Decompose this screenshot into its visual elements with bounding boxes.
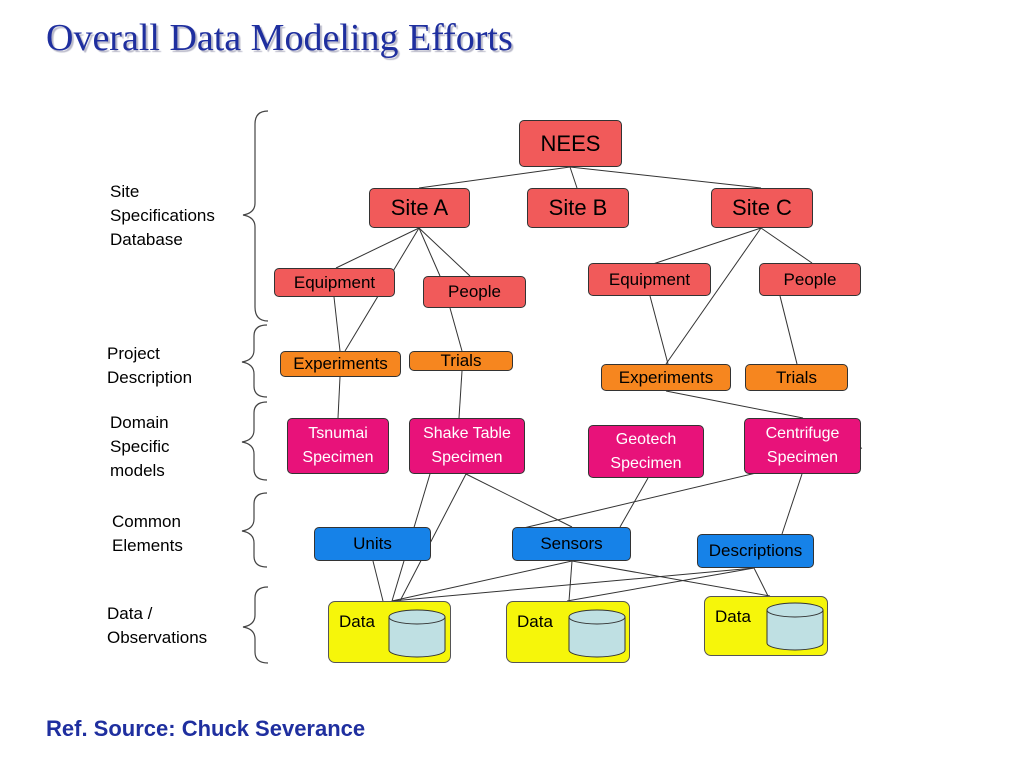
level-label-site-specifications: Site Specifications Database bbox=[110, 180, 215, 252]
level-label-line: Specific bbox=[110, 437, 170, 456]
node-label-line: Specimen bbox=[610, 454, 682, 472]
node-geotech-specimen: Geotech Specimen bbox=[588, 425, 704, 478]
node-experiments-a: Experiments bbox=[280, 351, 401, 377]
node-descriptions: Descriptions bbox=[697, 534, 814, 568]
node-people-a: People bbox=[423, 276, 526, 308]
level-label-data-observations: Data / Observations bbox=[107, 602, 207, 650]
reference-source: Ref. Source: Chuck Severance bbox=[46, 716, 366, 741]
node-tsunami-specimen: Tsnumai Specimen bbox=[287, 418, 389, 474]
node-units: Units bbox=[314, 527, 431, 561]
data-box-2: Data bbox=[506, 601, 630, 663]
node-label-line: Geotech bbox=[615, 430, 677, 448]
node-label-line: Specimen bbox=[766, 449, 839, 466]
data-label: Data bbox=[715, 607, 751, 626]
level-label-line: Domain bbox=[110, 413, 169, 432]
level-label-line: Description bbox=[107, 368, 193, 387]
node-label-line: Specimen bbox=[431, 449, 503, 466]
level-label-line: Observations bbox=[107, 628, 208, 647]
node-site-a: Site A bbox=[369, 188, 470, 228]
node-trials-a: Trials bbox=[409, 351, 513, 371]
level-label-line: Common bbox=[112, 512, 181, 531]
curly-brace-icon bbox=[241, 110, 269, 664]
node-centrifuge-specimen: Centrifuge Specimen bbox=[744, 418, 861, 474]
level-label-line: Data / bbox=[107, 604, 153, 623]
data-label: Data bbox=[339, 612, 375, 631]
data-box-1: Data bbox=[328, 601, 451, 663]
node-experiments-c: Experiments bbox=[601, 364, 731, 391]
database-cylinder-icon bbox=[388, 609, 446, 658]
level-label-line: Specifications bbox=[110, 206, 215, 225]
node-site-b: Site B bbox=[527, 188, 629, 228]
node-equipment-c: Equipment bbox=[588, 263, 711, 296]
slide-title: Overall Data Modeling Efforts bbox=[46, 17, 513, 59]
node-people-c: People bbox=[759, 263, 861, 296]
node-nees: NEES bbox=[519, 120, 622, 167]
data-box-3: Data bbox=[704, 596, 828, 656]
data-label: Data bbox=[517, 612, 553, 631]
level-label-domain-models: Domain Specific models bbox=[110, 411, 170, 483]
node-equipment-a: Equipment bbox=[274, 268, 395, 297]
node-label-line: Specimen bbox=[302, 449, 374, 466]
node-label-line: Shake Table bbox=[423, 425, 511, 442]
node-trials-c: Trials bbox=[745, 364, 848, 391]
level-label-line: models bbox=[110, 461, 165, 480]
node-label-line: Centrifuge bbox=[765, 425, 840, 442]
database-cylinder-icon bbox=[568, 609, 626, 658]
level-label-line: Database bbox=[110, 230, 183, 249]
level-label-common-elements: Common Elements bbox=[112, 510, 183, 558]
level-label-line: Site bbox=[110, 182, 140, 201]
node-shake-table-specimen: Shake Table Specimen bbox=[409, 418, 525, 474]
node-label-line: Tsnumai bbox=[308, 425, 368, 442]
level-label-project-description: Project Description bbox=[107, 342, 192, 390]
level-label-line: Project bbox=[107, 344, 160, 363]
node-site-c: Site C bbox=[711, 188, 813, 228]
database-cylinder-icon bbox=[766, 602, 824, 651]
level-label-line: Elements bbox=[112, 536, 183, 555]
node-sensors: Sensors bbox=[512, 527, 631, 561]
